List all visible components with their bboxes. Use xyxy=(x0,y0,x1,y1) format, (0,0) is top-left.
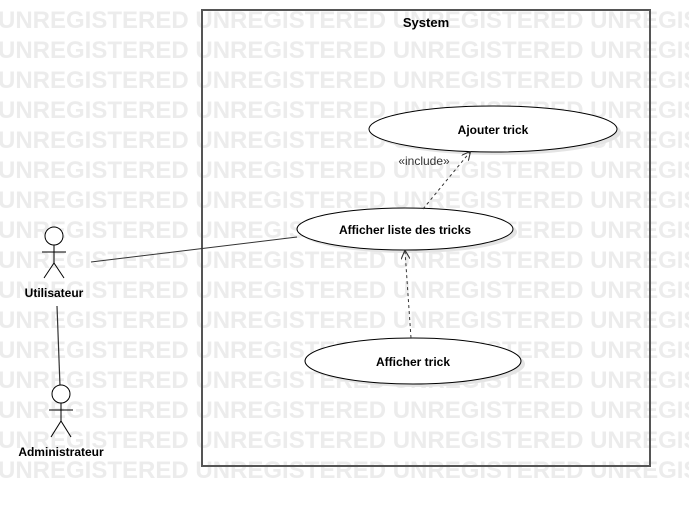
actor-head-icon xyxy=(44,226,64,246)
actor-administrateur[interactable] xyxy=(49,384,73,438)
use-case-afficher-liste[interactable]: Afficher liste des tricks xyxy=(296,207,517,253)
watermark-row: UNREGISTERED UNREGISTERED UNREGISTERED U… xyxy=(0,7,689,34)
actor-leg-left xyxy=(50,420,62,438)
system-boundary[interactable] xyxy=(201,9,651,467)
actor-utilisateur[interactable] xyxy=(42,226,66,279)
system-title: System xyxy=(403,15,449,30)
actor-label: Administrateur xyxy=(18,445,104,459)
association-line[interactable] xyxy=(90,236,298,263)
watermark-row: UNREGISTERED UNREGISTERED UNREGISTERED U… xyxy=(0,157,689,184)
use-case-afficher-trick[interactable]: Afficher trick xyxy=(304,337,525,387)
use-case-label: Afficher trick xyxy=(376,355,450,369)
watermark-row: UNREGISTERED UNREGISTERED UNREGISTERED U… xyxy=(0,397,689,424)
actor-leg-left xyxy=(43,262,55,279)
use-case-ellipse[interactable] xyxy=(304,337,522,385)
watermark-row: UNREGISTERED UNREGISTERED UNREGISTERED U… xyxy=(0,457,689,484)
watermark-row: UNREGISTERED UNREGISTERED UNREGISTERED U… xyxy=(0,277,689,304)
use-case-ajouter-trick[interactable]: Ajouter trick xyxy=(368,105,621,155)
watermark-row: UNREGISTERED UNREGISTERED UNREGISTERED U… xyxy=(0,67,689,94)
actor-head-icon xyxy=(51,384,71,404)
use-case-label: Afficher liste des tricks xyxy=(339,223,471,237)
actor-leg-right xyxy=(60,420,72,438)
actor-label: Utilisateur xyxy=(25,286,84,300)
use-case-ellipse[interactable] xyxy=(368,105,618,153)
generalization-line[interactable] xyxy=(56,305,61,387)
include-dependency-arrow[interactable] xyxy=(422,152,470,210)
dependency-arrow[interactable] xyxy=(405,251,412,339)
watermark-row: UNREGISTERED UNREGISTERED UNREGISTERED U… xyxy=(0,247,689,274)
watermark-row: UNREGISTERED UNREGISTERED UNREGISTERED U… xyxy=(0,427,689,454)
use-case-label: Ajouter trick xyxy=(458,123,529,137)
watermark-row: UNREGISTERED UNREGISTERED UNREGISTERED U… xyxy=(0,37,689,64)
watermark-row: UNREGISTERED UNREGISTERED UNREGISTERED U… xyxy=(0,187,689,214)
include-stereotype-label: «include» xyxy=(398,154,450,168)
actor-leg-right xyxy=(53,262,65,279)
watermark-row: UNREGISTERED UNREGISTERED UNREGISTERED U… xyxy=(0,307,689,334)
